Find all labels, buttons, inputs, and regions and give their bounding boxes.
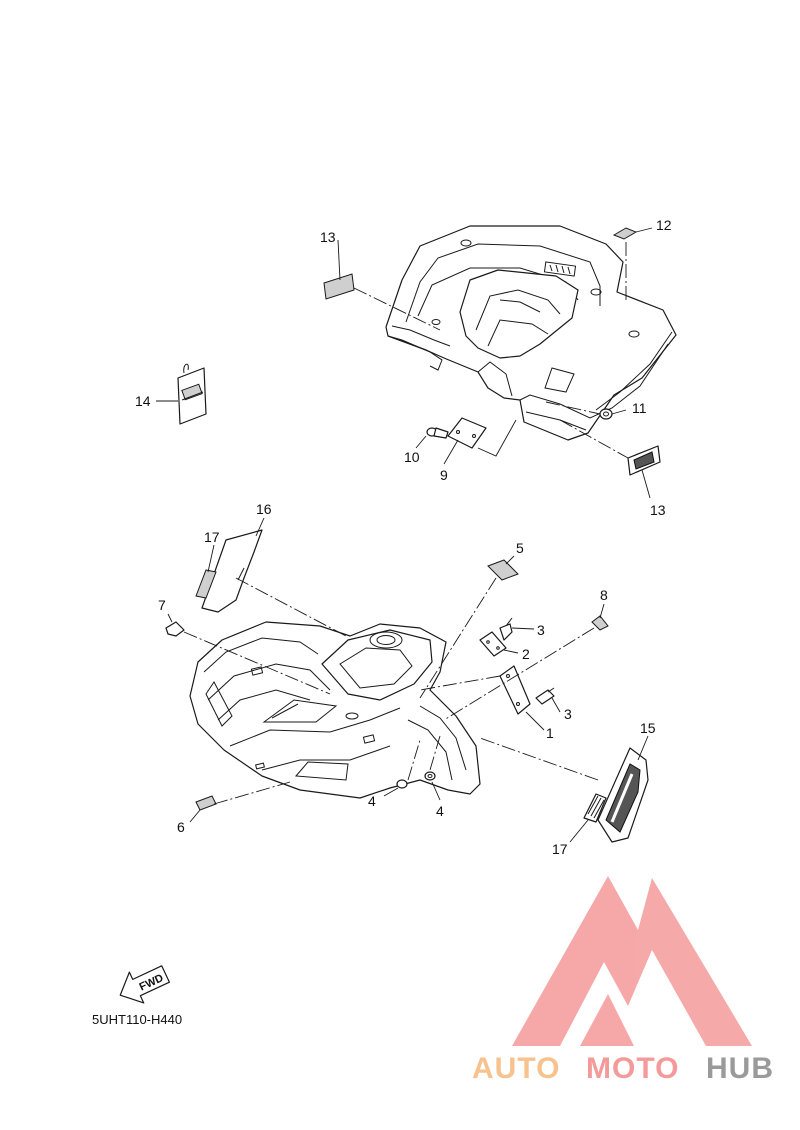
part-17-decal-left: [195, 569, 217, 599]
callout-9: 9: [440, 467, 448, 483]
watermark-text: AUTO MOTO HUB: [472, 1052, 774, 1085]
callout-14: 14: [135, 393, 151, 409]
part-11-grommet: [599, 408, 613, 420]
part-8-label: [591, 615, 609, 631]
part-4-fastener-right: [424, 771, 436, 781]
callout-3-lower: 3: [564, 706, 572, 722]
part-6-label: [195, 795, 217, 811]
part-12-label: [612, 227, 638, 240]
watermark-logo: [512, 876, 752, 1046]
callout-12: 12: [656, 217, 672, 233]
part-13-badge: [627, 445, 661, 476]
callout-8: 8: [600, 587, 608, 603]
watermark-moto: MOTO: [586, 1052, 679, 1085]
callout-13-upper: 13: [320, 229, 336, 245]
part-5-label: [487, 559, 519, 581]
part-3-bolt-lower: [535, 687, 555, 705]
part-14-tag: [177, 363, 207, 425]
diagram-code: 5UHT110-H440: [92, 1012, 182, 1027]
front-fender: [189, 621, 481, 799]
callout-13-lower: 13: [650, 502, 666, 518]
part-17-decal-right: [583, 793, 607, 823]
part-16-decal: [201, 529, 263, 613]
watermark-hub: HUB: [706, 1052, 774, 1085]
callout-15: 15: [640, 720, 656, 736]
part-15-decal: [597, 747, 649, 843]
callout-7: 7: [158, 597, 166, 613]
fwd-arrow: FWD: [119, 965, 170, 1004]
part-1-panel: [499, 665, 531, 715]
part-7-grommet: [165, 621, 185, 637]
callout-2: 2: [522, 646, 530, 662]
callout-6: 6: [177, 819, 185, 835]
callout-3-upper: 3: [537, 622, 545, 638]
callouts: 1 2 3 3 4 4 5 6 7 8 9 10 11 12 13 13 14 …: [135, 217, 672, 857]
part-13-decal-left: [323, 273, 355, 300]
callout-4-left: 4: [368, 793, 376, 809]
rear-fender: [385, 225, 677, 441]
callout-17-upper: 17: [204, 529, 220, 545]
callout-1: 1: [546, 725, 554, 741]
part-4-fastener-left: [396, 779, 408, 789]
callout-17-lower: 17: [552, 841, 568, 857]
callout-4-right: 4: [436, 803, 444, 819]
part-2-plate: [479, 631, 507, 657]
watermark-auto: AUTO: [472, 1052, 560, 1085]
part-10-bolt: [426, 427, 449, 439]
callout-11: 11: [632, 400, 647, 416]
part-3-bolt-upper: [499, 617, 513, 641]
part-9-plate: [447, 417, 487, 449]
callout-10: 10: [404, 449, 420, 465]
leader-lines: [156, 227, 653, 843]
callout-16: 16: [256, 501, 272, 517]
callout-5: 5: [516, 540, 524, 556]
